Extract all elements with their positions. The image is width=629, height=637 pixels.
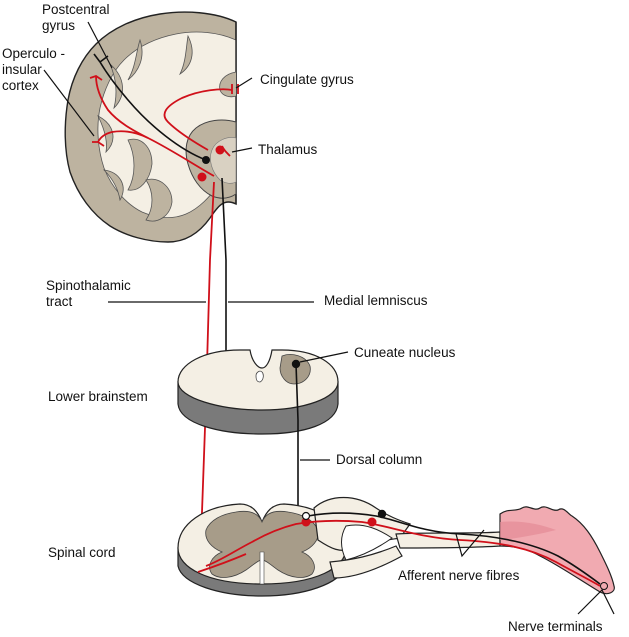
lower-brainstem-section: [177, 349, 339, 435]
brainstem-central-canal: [255, 370, 264, 383]
root-inner-gap: [341, 524, 393, 561]
label-dorsal-column: Dorsal column: [336, 452, 423, 467]
nerve-root: [313, 497, 501, 579]
dorsal-horn-open-dot: [301, 511, 311, 521]
gyrus-4: [102, 169, 124, 202]
black-afferent-fibre: [307, 512, 601, 585]
leader-afferent: [455, 529, 485, 558]
drg-red-dot: [367, 517, 377, 527]
gyrus-1: [127, 38, 143, 81]
label-spinothalamic-line-1: Spinothalamic: [46, 278, 131, 293]
drg-black-dot: [377, 509, 387, 519]
thalamus-relay-red-1: [215, 145, 225, 155]
skin-section: [499, 506, 615, 595]
label-cuneate-nucleus: Cuneate nucleus: [354, 345, 456, 360]
red-crossing: [197, 553, 247, 573]
label-medial-lemniscus: Medial lemniscus: [324, 293, 428, 308]
label-lower-brainstem: Lower brainstem: [48, 389, 148, 404]
leader-thalamus: [231, 147, 253, 153]
peripheral-nerve: [395, 531, 501, 549]
label-afferent-nerve-fibres: Afferent nerve fibres: [398, 568, 520, 583]
leader-lines: [43, 21, 615, 615]
gyrus-5: [178, 34, 193, 76]
label-spinothalamic-tract: Spinothalamic tract: [46, 278, 131, 310]
dorsal-horn-red-dot: [301, 517, 311, 527]
nerve-terminal-ending: [600, 582, 608, 590]
label-postcentral-line-2: gyrus: [42, 18, 76, 33]
label-spinothalamic-line-2: tract: [46, 294, 73, 309]
leader-operculo: [43, 69, 95, 137]
label-postcentral-gyrus: Postcentral gyrus: [42, 2, 110, 34]
label-postcentral-line-1: Postcentral: [42, 2, 110, 17]
label-operculo-line-2: insular: [2, 62, 42, 77]
thalamus-relay-black: [202, 156, 210, 164]
temporal-block: [145, 178, 173, 222]
leader-postcentral: [87, 21, 113, 69]
label-thalamus: Thalamus: [258, 142, 318, 157]
thalamus-relay-red-2: [197, 172, 207, 182]
label-operculo-line-3: cortex: [2, 78, 39, 93]
label-operculo-insular-cortex: Operculo - insular cortex: [2, 46, 65, 94]
insula-block: [127, 138, 153, 191]
spinal-central-canal: [259, 551, 265, 585]
label-spinal-cord: Spinal cord: [48, 545, 116, 560]
ventral-root: [329, 545, 403, 579]
leader-cingulate: [235, 77, 253, 89]
label-nerve-terminals: Nerve terminals: [508, 619, 603, 634]
label-cingulate-gyrus: Cingulate gyrus: [260, 72, 354, 87]
leader-cuneate: [299, 351, 349, 363]
brain-coronal-section: [64, 11, 237, 243]
label-operculo-line-1: Operculo -: [2, 46, 66, 61]
skin-dermis-shading: [500, 521, 556, 540]
leader-terminals: [577, 588, 615, 615]
